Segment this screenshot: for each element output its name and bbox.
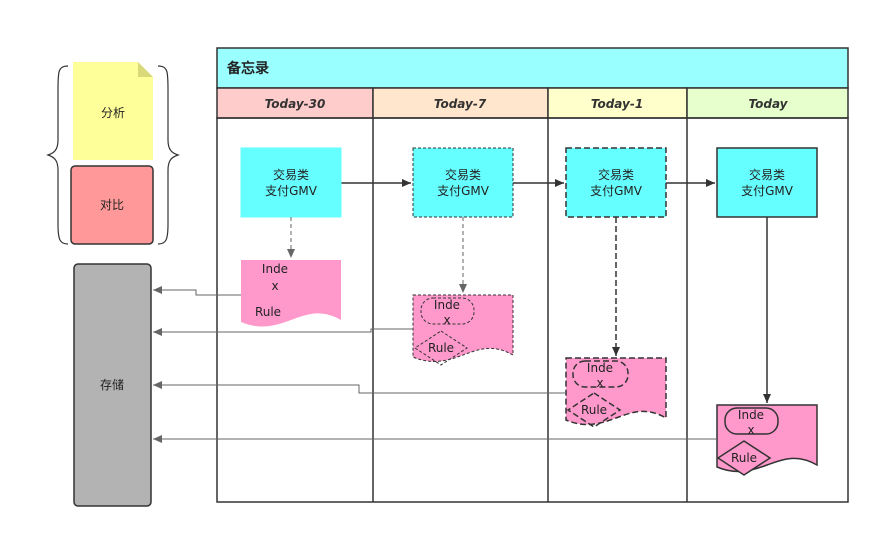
doc-to-storage-arrow-2 — [153, 328, 413, 336]
node-label-line1: 交易类 — [749, 167, 785, 182]
doc-index-label-2: x — [596, 376, 603, 390]
doc-index-label-2: x — [747, 423, 754, 437]
node-today: 交易类 支付GMV — [716, 147, 818, 218]
doc-rule-diamond — [414, 330, 468, 366]
compare-box: 对比 — [70, 165, 154, 245]
left-brace — [46, 65, 69, 245]
node-today-1: 交易类 支付GMV — [565, 147, 667, 218]
lane-header-today: Today — [748, 97, 788, 111]
lane-header-today-7: Today-7 — [434, 97, 487, 111]
doc-rule-label: Rule — [581, 403, 607, 417]
doc-to-storage-arrow-1 — [153, 286, 241, 296]
node-today-30: 交易类 支付GMV — [240, 147, 342, 218]
doc-index-label-2: x — [271, 279, 278, 293]
node-label-line2: 支付GMV — [741, 184, 794, 198]
pool-title: 备忘录 — [226, 60, 269, 77]
analysis-label: 分析 — [101, 106, 125, 120]
doc-index-pill — [420, 297, 475, 325]
doc-to-storage-arrow-3 — [153, 381, 566, 394]
doc-index-label: Inde — [738, 408, 764, 422]
compare-label: 对比 — [100, 198, 124, 212]
node-label-line2: 支付GMV — [590, 184, 643, 198]
doc-today: Inde x Rule — [716, 404, 818, 476]
node-label-line1: 交易类 — [445, 167, 481, 182]
doc-index-label: Inde — [587, 361, 613, 375]
right-brace — [157, 65, 180, 245]
doc-rule-diamond — [716, 440, 772, 476]
doc-index-pill — [724, 407, 779, 435]
doc-today-30: Inde x Rule — [241, 260, 341, 327]
doc-today-7: Inde x Rule — [412, 294, 514, 366]
analysis-note: 分析 — [73, 62, 153, 160]
doc-rule-label: Rule — [255, 305, 281, 319]
doc-rule-diamond — [566, 392, 622, 428]
node-label-line2: 支付GMV — [437, 184, 490, 198]
memo-pool: 备忘录 Today-30 Today-7 Today-1 Today — [216, 47, 849, 503]
node-label-line2: 支付GMV — [265, 184, 318, 198]
doc-index-label-2: x — [443, 313, 450, 327]
node-today-7: 交易类 支付GMV — [412, 147, 514, 218]
doc-rule-label: Rule — [428, 341, 454, 355]
doc-index-pill — [572, 360, 629, 388]
storage-box: 存储 — [73, 263, 152, 507]
doc-index-label: Inde — [262, 262, 288, 276]
node-label-line1: 交易类 — [273, 167, 309, 182]
doc-index-label: Inde — [434, 298, 460, 312]
lane-header-today-30: Today-30 — [265, 97, 326, 111]
node-label-line1: 交易类 — [598, 167, 634, 182]
storage-label: 存储 — [100, 377, 124, 392]
doc-today-1: Inde x Rule — [565, 357, 667, 428]
doc-rule-label: Rule — [731, 451, 757, 465]
lane-header-today-1: Today-1 — [591, 97, 643, 111]
